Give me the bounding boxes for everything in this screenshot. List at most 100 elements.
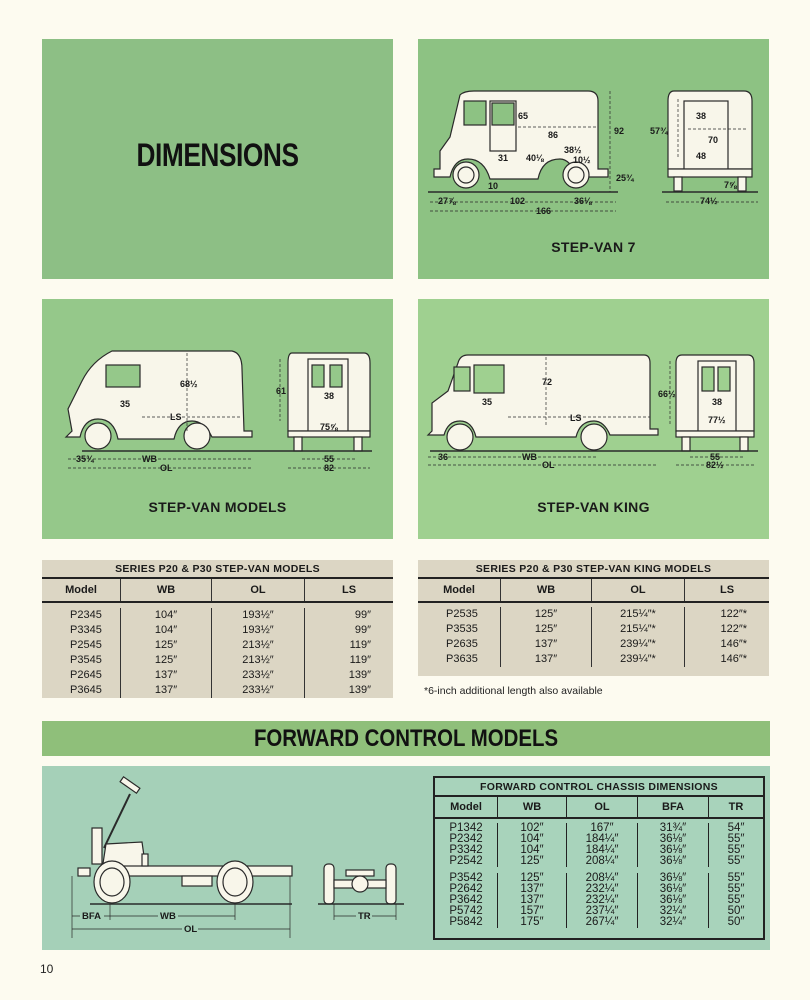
col-wb: WB xyxy=(500,577,592,603)
cell: 213½″ xyxy=(211,653,305,668)
cell: 137″ xyxy=(500,637,592,652)
table-title: FORWARD CONTROL CHASSIS DIMENSIONS xyxy=(435,778,763,797)
svg-text:LS: LS xyxy=(170,412,182,422)
cell: P2542 xyxy=(449,855,483,867)
cell: 36⅛″ xyxy=(637,844,709,856)
page-title: DIMENSIONS xyxy=(136,137,299,173)
svg-text:82½: 82½ xyxy=(706,460,724,470)
step-van-models-table: SERIES P20 & P30 STEP-VAN MODELS Model W… xyxy=(42,560,393,698)
svg-text:166: 166 xyxy=(536,206,551,216)
cell: 167″ xyxy=(566,822,638,834)
cell: P3635 xyxy=(446,653,478,665)
cell: 137″ xyxy=(120,683,212,698)
svg-text:82: 82 xyxy=(324,463,334,473)
cell: 122″* xyxy=(684,622,769,637)
cell: 193½″ xyxy=(211,608,305,623)
step-van-7-diagram: 65 86 92 38½ 10½ 31 40⅛ 10 25¾ 27⅞ 102 3… xyxy=(428,90,758,216)
cell: P2642 xyxy=(449,883,483,895)
svg-text:55: 55 xyxy=(324,454,334,464)
svg-text:35¾: 35¾ xyxy=(76,454,95,464)
cell: 146″* xyxy=(684,637,769,652)
cell: 157″ xyxy=(497,905,567,917)
cell: 36⅛″ xyxy=(637,855,709,867)
cell: 125″ xyxy=(500,622,592,637)
svg-text:LS: LS xyxy=(570,413,582,423)
cell: 146″* xyxy=(684,652,769,667)
cell: 137″ xyxy=(500,652,592,667)
cell: 232¼″ xyxy=(566,883,638,895)
cell: 213½″ xyxy=(211,638,305,653)
cell: 239¼″* xyxy=(591,637,685,652)
cell: 232¼″ xyxy=(566,894,638,906)
cell: P5742 xyxy=(449,905,483,917)
table-header-row: Model WB OL LS xyxy=(42,577,393,603)
cell: P3342 xyxy=(449,844,483,856)
cell: 55″ xyxy=(708,883,763,895)
step-van-models-panel: 68½ 35 LS 61 38 75⅝ 35¾ WB OL 55 82 STEP… xyxy=(42,299,393,539)
cell: 31¾″ xyxy=(637,822,709,834)
col-wb: WB xyxy=(120,577,212,603)
cell: P2645 xyxy=(70,669,102,681)
svg-text:27⅞: 27⅞ xyxy=(438,196,456,206)
svg-text:38: 38 xyxy=(696,111,706,121)
svg-text:31: 31 xyxy=(498,153,508,163)
table-title: SERIES P20 & P30 STEP-VAN KING MODELS xyxy=(475,563,712,575)
tr-label: TR xyxy=(358,911,371,922)
svg-text:61: 61 xyxy=(276,386,286,396)
cell: 215¼″* xyxy=(591,622,685,637)
svg-text:36⅛: 36⅛ xyxy=(574,196,592,206)
svg-text:57¾: 57¾ xyxy=(650,126,669,136)
col-ls: LS xyxy=(684,577,769,603)
svg-text:36: 36 xyxy=(438,452,448,462)
step-van-models-caption: STEP-VAN MODELS xyxy=(148,499,287,515)
svg-text:OL: OL xyxy=(160,463,173,473)
cell: 137″ xyxy=(497,894,567,906)
cell: 208¼″ xyxy=(566,855,638,867)
svg-text:70: 70 xyxy=(708,135,718,145)
cell: 193½″ xyxy=(211,623,305,638)
cell: 55″ xyxy=(708,833,763,845)
cell: 55″ xyxy=(708,855,763,867)
ol-label: OL xyxy=(184,924,197,935)
svg-text:77½: 77½ xyxy=(708,415,726,425)
step-van-7-caption: STEP-VAN 7 xyxy=(551,239,636,255)
cell: 54″ xyxy=(708,822,763,834)
cell: 125″ xyxy=(497,872,567,884)
svg-text:92: 92 xyxy=(614,126,624,136)
cell: 119″ xyxy=(304,653,393,668)
cell: 237¼″ xyxy=(566,905,638,917)
svg-text:102: 102 xyxy=(510,196,525,206)
cell: P2635 xyxy=(446,638,478,650)
cell: 36⅛″ xyxy=(637,833,709,845)
cell: 99″ xyxy=(304,608,393,623)
cell: P3345 xyxy=(70,624,102,636)
cell: 208¼″ xyxy=(566,872,638,884)
cell: 36⅛″ xyxy=(637,894,709,906)
table-row: P2635 137″239¼″*146″* xyxy=(418,637,769,652)
table-header-row: Model WB OL BFA TR xyxy=(435,797,763,819)
cell: 104″ xyxy=(497,844,567,856)
cell: P3535 xyxy=(446,623,478,635)
cell: 239¼″* xyxy=(591,652,685,667)
col-ol: OL xyxy=(591,577,685,603)
table-title: SERIES P20 & P30 STEP-VAN MODELS xyxy=(115,563,320,575)
step-van-king-diagram: 72 35 LS 66½ 38 77½ 36 WB OL 55 82½ xyxy=(426,354,758,470)
king-footnote: *6-inch additional length also available xyxy=(424,685,603,697)
cell: 233½″ xyxy=(211,683,305,698)
col-ol: OL xyxy=(211,577,305,603)
cell: 139″ xyxy=(304,683,393,698)
cell: P2545 xyxy=(70,639,102,651)
cell: P1342 xyxy=(449,822,483,834)
cell: 55″ xyxy=(708,894,763,906)
svg-text:72: 72 xyxy=(542,377,552,387)
cell: 233½″ xyxy=(211,668,305,683)
svg-text:OL: OL xyxy=(542,460,555,470)
